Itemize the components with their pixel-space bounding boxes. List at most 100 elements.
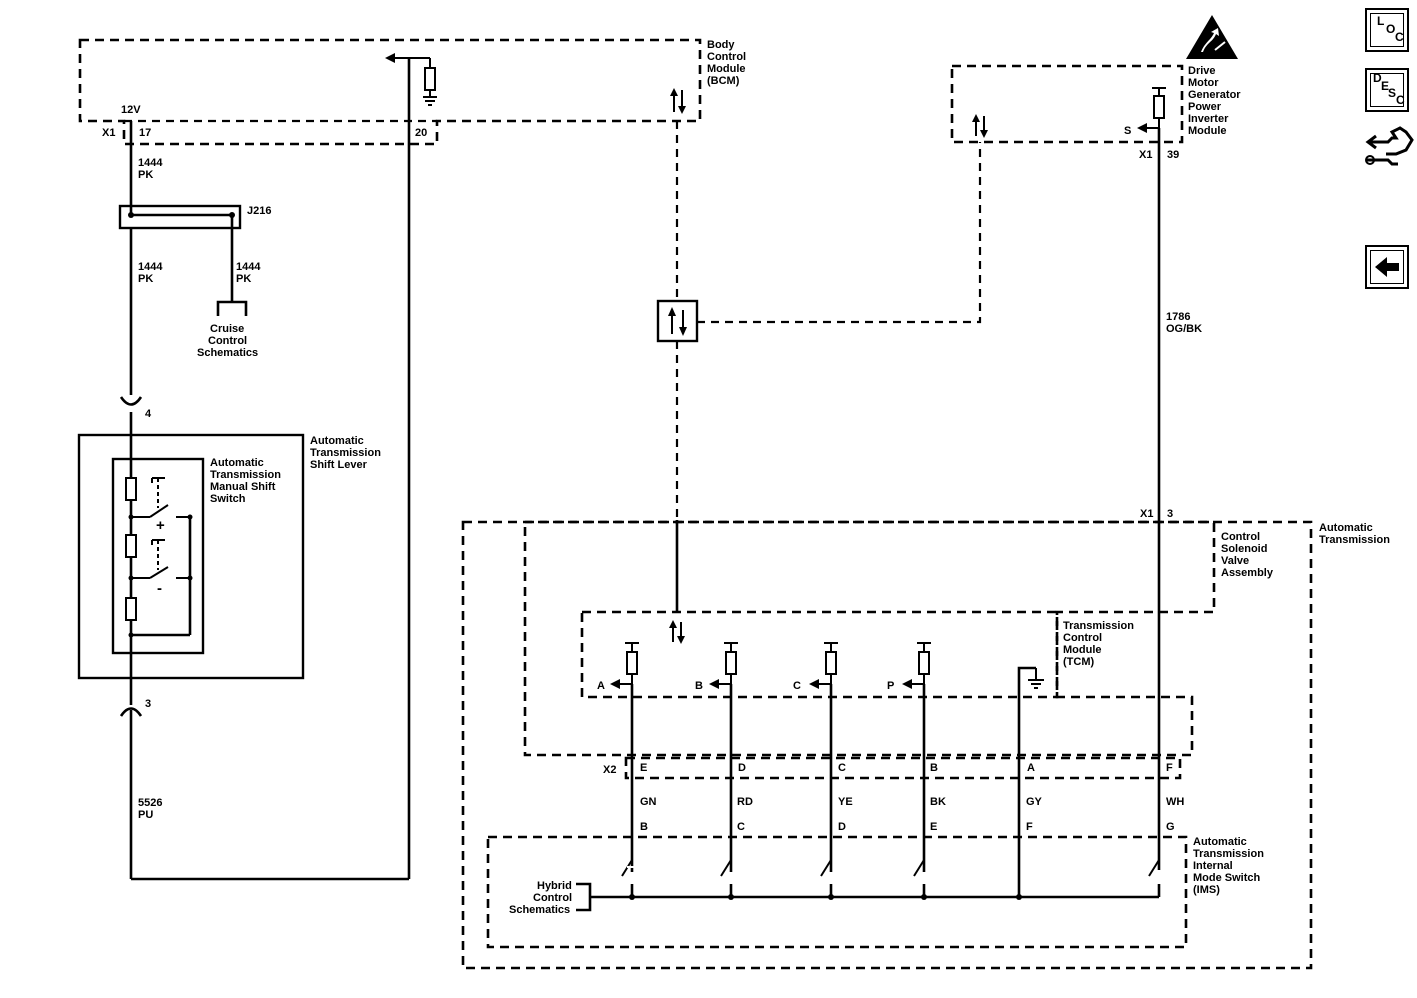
hybrid-schematic-bracket [576, 882, 592, 912]
tcm-label-line-2: Control [1063, 632, 1102, 644]
tcm-label-line-1: Transmission [1063, 620, 1134, 632]
dmgpim-label: Drive Motor Generator Power Inverter Mod… [1188, 65, 1241, 137]
tcm-ground-symbol [1019, 667, 1044, 689]
desc-button[interactable]: D E S C [1365, 68, 1409, 112]
csva-label: Control Solenoid Valve Assembly [1221, 531, 1274, 579]
splice-j216 [118, 204, 242, 230]
x2-connector-box [624, 756, 1182, 780]
minus-label: - [157, 580, 162, 597]
dmgpim-label-line-6: Module [1188, 125, 1227, 137]
cruise-control-schematics-label: Cruise Control Schematics [197, 323, 258, 359]
csva-label-line-4: Assembly [1221, 567, 1274, 579]
bcm-label-line-2: Control [707, 51, 746, 63]
ims-label-line-1: Automatic [1193, 836, 1247, 848]
control-solenoid-valve-assembly-box [523, 520, 1216, 757]
shift-lever-label-line-3: Shift Lever [310, 459, 368, 471]
dmgpim-label-line-5: Inverter [1188, 113, 1229, 125]
wire-color-wh: WH [1166, 796, 1184, 808]
hybrid-label-line-2: Control [533, 892, 572, 904]
splice-j216-label: J216 [247, 205, 271, 217]
tcm-input-p [902, 642, 931, 689]
ims-bus-dots [629, 894, 1022, 900]
bcm-label-line-1: Body [707, 39, 735, 51]
manual-switch-label-line-4: Switch [210, 493, 246, 505]
manual-shift-switch-box [111, 457, 205, 655]
shift-lever-label: Automatic Transmission Shift Lever [310, 435, 381, 471]
ims-label-line-2: Transmission [1193, 848, 1264, 860]
cruise-schematic-bracket [216, 300, 248, 316]
bcm-label-line-3: Module [707, 63, 746, 75]
dmgpim-x1-label: X1 [1139, 149, 1152, 161]
dmgpim-label-line-2: Motor [1188, 77, 1219, 89]
bcm-pin20-label: 20 [415, 127, 427, 139]
plus-label: + [156, 517, 165, 534]
wire-color-labels: GN RD YE BK GY WH [640, 796, 1184, 808]
x2-pin-c: C [838, 762, 846, 774]
cruise-label-line-3: Schematics [197, 347, 258, 359]
hybrid-label-line-3: Schematics [509, 904, 570, 916]
cruise-label-line-2: Control [208, 335, 247, 347]
wire-color-rd: RD [737, 796, 753, 808]
wire-1786-num: 1786 [1166, 311, 1190, 323]
ims-pin-f: F [1026, 821, 1033, 833]
bcm-12v-label: 12V [121, 104, 141, 116]
esd-warning-icon [1186, 15, 1238, 59]
loc-button[interactable]: L O C [1365, 8, 1409, 52]
at-label-line-2: Transmission [1319, 534, 1390, 546]
csva-label-line-3: Valve [1221, 555, 1249, 567]
wire-gy [1017, 666, 1036, 897]
loc-button-frame [1370, 13, 1404, 47]
x2-pin-e: E [640, 762, 647, 774]
tcm-input-b [709, 642, 738, 689]
ims-pin-g: G [1166, 821, 1175, 833]
ims-label-line-4: Mode Switch [1193, 872, 1261, 884]
desc-button-frame [1370, 73, 1404, 107]
ims-box [486, 835, 1188, 949]
manual-shift-switch-label: Automatic Transmission Manual Shift Swit… [210, 457, 281, 505]
tcm-input-b-label: B [695, 680, 703, 692]
wire-5526-num: 5526 [138, 797, 162, 809]
wire-1786-color: OG/BK [1166, 323, 1202, 335]
tcm-module-box [580, 610, 1059, 699]
wire-color-bk: BK [930, 796, 946, 808]
back-arrow-icon [1375, 257, 1399, 277]
desc-c-glyph: C [1396, 93, 1405, 107]
wire-1444-a-color: PK [138, 169, 153, 181]
ims-pin-d: D [838, 821, 846, 833]
manual-switch-label-line-3: Manual Shift [210, 481, 276, 493]
desc-s-glyph: S [1388, 86, 1397, 100]
ims-pin-c: C [737, 821, 745, 833]
dmgpim-pin39-label: 39 [1167, 149, 1179, 161]
bcm-label-line-4: (BCM) [707, 75, 740, 87]
wire-1444-c-num: 1444 [236, 261, 261, 273]
bcm-module-box [78, 38, 702, 146]
shift-lever-label-line-2: Transmission [310, 447, 381, 459]
back-button[interactable] [1365, 245, 1409, 289]
hybrid-control-schematics-label: Hybrid Control Schematics [509, 880, 572, 916]
serial-data-dmgpim-line [697, 142, 982, 324]
hybrid-label-line-1: Hybrid [537, 880, 572, 892]
connector-hand-button[interactable] [1362, 120, 1414, 176]
connector-hand-icon [1365, 126, 1414, 166]
wire-color-gy: GY [1026, 796, 1043, 808]
back-button-frame [1370, 250, 1404, 284]
csva-label-line-1: Control [1221, 531, 1260, 543]
tcm-input-c-label: C [793, 680, 801, 692]
dmgpim-serial-data-arrows [972, 114, 988, 138]
esd-warning-button[interactable] [1185, 12, 1241, 62]
wire-color-ye: YE [838, 796, 853, 808]
bcm-label: Body Control Module (BCM) [707, 39, 746, 87]
loc-o-glyph: O [1386, 22, 1396, 36]
x2-pin-labels: E D C B A F [640, 762, 1173, 774]
manual-switch-label-line-2: Transmission [210, 469, 281, 481]
at-label-line-1: Automatic [1319, 522, 1373, 534]
ims-label-line-5: (IMS) [1193, 884, 1220, 896]
ims-pin-labels: B C D E F G [640, 821, 1175, 833]
at-x1-label: X1 [1140, 508, 1153, 520]
tcm-input-a-label: A [597, 680, 605, 692]
connector-3-label: 3 [145, 698, 151, 710]
x2-pin-b: B [930, 762, 938, 774]
ims-pin-b: B [640, 821, 648, 833]
ims-label: Automatic Transmission Internal Mode Swi… [1193, 836, 1264, 896]
